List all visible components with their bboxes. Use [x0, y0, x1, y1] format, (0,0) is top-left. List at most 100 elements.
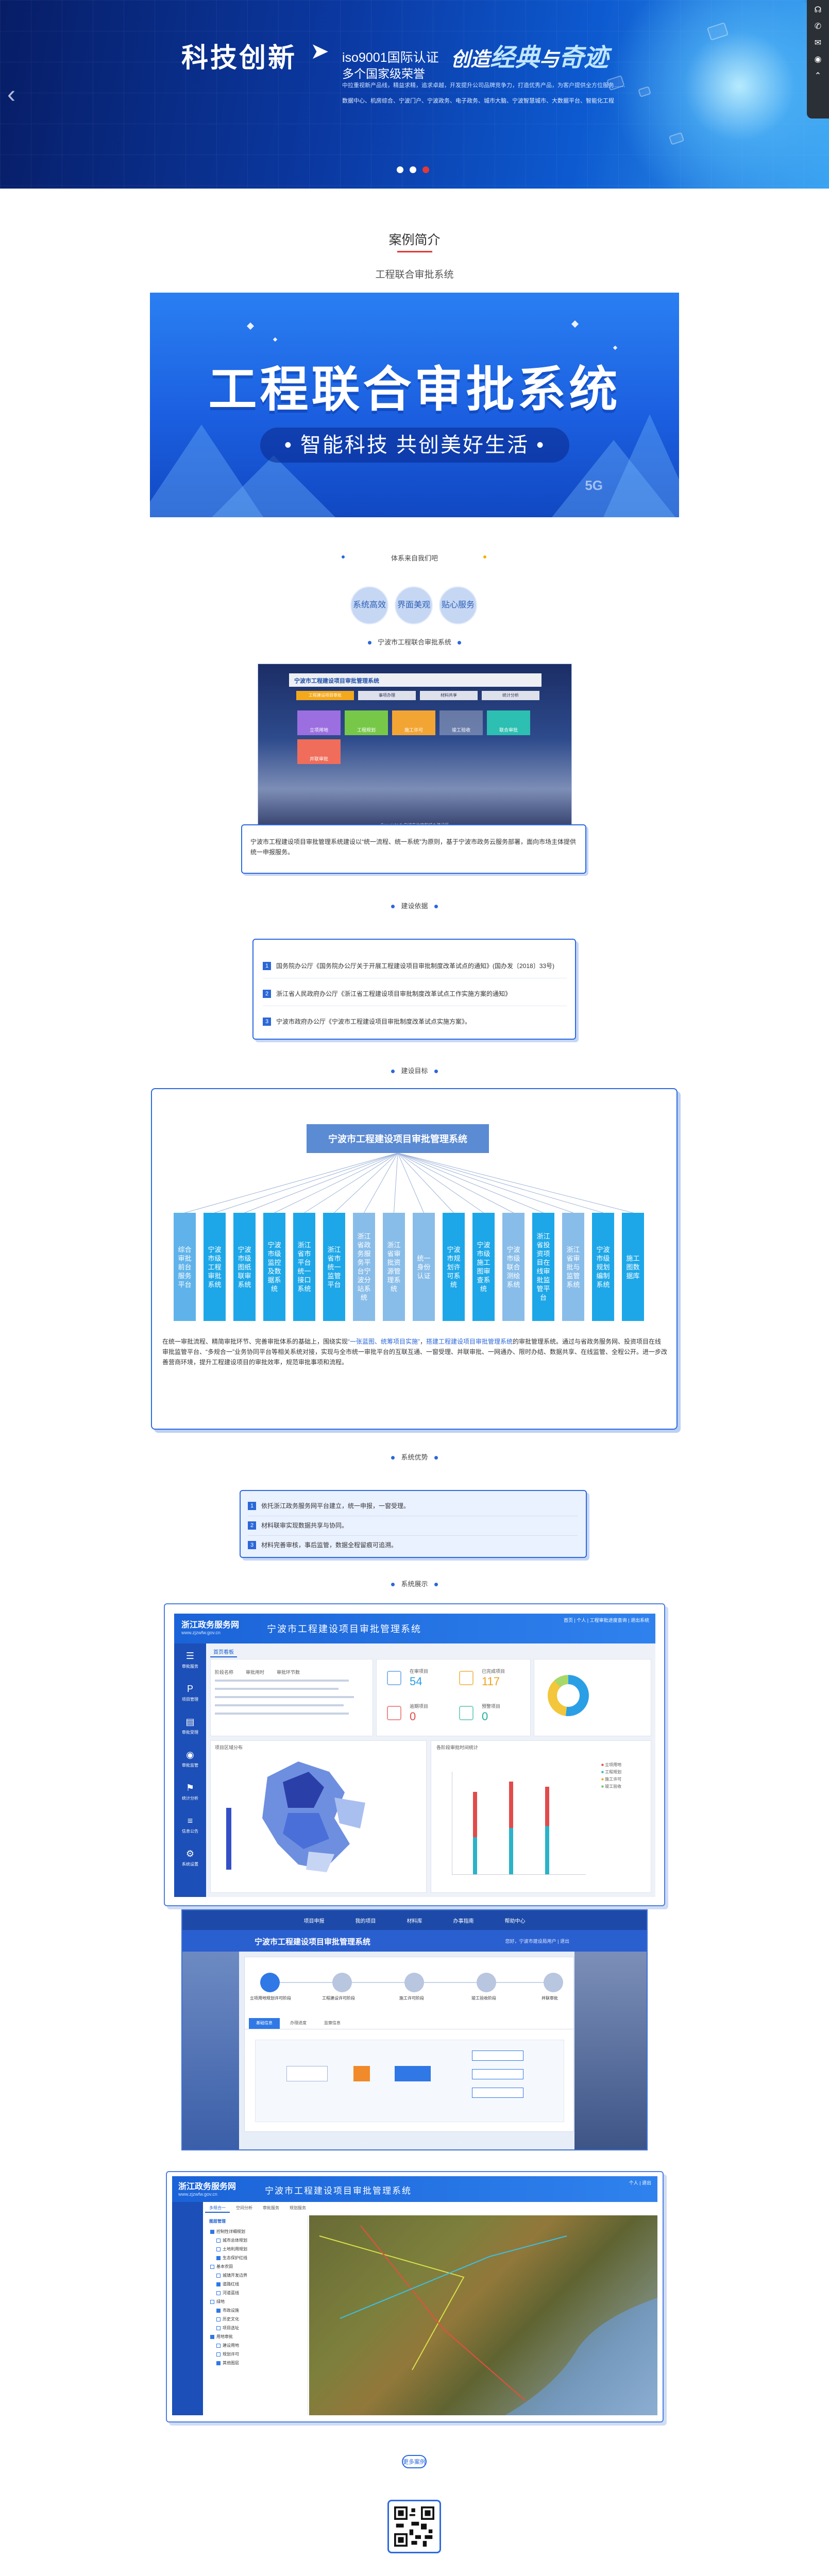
layer-item[interactable]: 其他图层	[205, 2359, 308, 2367]
checkbox-icon[interactable]	[216, 2352, 221, 2357]
menu-label: 审批受理	[182, 1730, 198, 1735]
layer-item[interactable]: 建设用地	[205, 2341, 308, 2350]
gis-map[interactable]	[309, 2215, 657, 2415]
checkbox-icon[interactable]	[216, 2326, 221, 2330]
tree-leaf: 浙江省政务服务平台宁波分站系统	[353, 1213, 375, 1321]
checkbox-icon[interactable]	[216, 2361, 221, 2365]
tree-leaf: 综合审批前台服务平台	[174, 1213, 196, 1321]
nav-item[interactable]: 材料库	[407, 1918, 422, 1924]
chart-title: 各阶段审批时间统计	[436, 1745, 479, 1750]
tree-connector	[397, 1153, 573, 1213]
checkbox-icon[interactable]	[216, 2308, 221, 2313]
layer-item[interactable]: 绿地	[205, 2297, 308, 2306]
portal-header: 宁波市工程建设项目审批管理系统 您好，宁波市建设局用户 | 退出	[182, 1930, 647, 1952]
checkbox-icon[interactable]	[216, 2256, 221, 2260]
portal-main: 立项用地规划许可阶段 工程建设许可阶段 施工许可阶段 竣工验收阶段 并联审批 基…	[244, 1957, 574, 2132]
gis-tab[interactable]: 审批服务	[263, 2206, 279, 2210]
checkbox-icon[interactable]	[216, 2343, 221, 2348]
checkbox-icon[interactable]	[216, 2238, 221, 2243]
nav-item[interactable]: 办事指南	[453, 1918, 474, 1924]
chat-icon[interactable]: ✉	[814, 39, 822, 47]
wechat-icon[interactable]: ◉	[814, 55, 822, 64]
sidebar-menu-item[interactable]: ⚑统计分析	[174, 1775, 206, 1808]
step-icon-active[interactable]	[260, 1973, 280, 1992]
checkbox-icon[interactable]	[210, 2229, 214, 2234]
phone-icon[interactable]: ✆	[814, 22, 822, 31]
layer-item[interactable]: 道路红线	[205, 2280, 308, 2289]
nav-item[interactable]: 帮助中心	[504, 1918, 526, 1924]
top-icon[interactable]: ⌃	[814, 72, 822, 80]
step-circles: 立项用地规划许可阶段 工程建设许可阶段 施工许可阶段 竣工验收阶段 并联审批	[250, 1973, 564, 2004]
layer-item[interactable]: 城镇开发边界	[205, 2271, 308, 2280]
tree-connector	[397, 1153, 633, 1213]
layer-item[interactable]: 土地利用规划	[205, 2245, 308, 2253]
screenshot-project-portal: 项目申报 我的项目 材料库 办事指南 帮助中心 宁波市工程建设项目审批管理系统 …	[181, 1909, 648, 2150]
nav-item[interactable]: 项目申报	[303, 1918, 325, 1924]
layer-item[interactable]: 历史文化	[205, 2315, 308, 2324]
checkbox-icon[interactable]	[216, 2291, 221, 2295]
checkbox-icon[interactable]	[216, 2273, 221, 2278]
checkbox-icon[interactable]	[216, 2282, 221, 2286]
flow-box-blue	[395, 2066, 431, 2081]
layer-item[interactable]: 城市总体规划	[205, 2236, 308, 2245]
checkbox-icon[interactable]	[216, 2247, 221, 2251]
carousel-dot[interactable]	[397, 166, 403, 173]
map-panel: 项目区域分布	[210, 1740, 427, 1893]
sidebar-menu-item[interactable]: ◉审批监管	[174, 1742, 206, 1775]
tab-item[interactable]: 监察信息	[324, 2021, 341, 2025]
checkbox-icon[interactable]	[210, 2334, 214, 2339]
sidebar-menu-item[interactable]: ▤审批受理	[174, 1709, 206, 1742]
layer-item[interactable]: 基本农田	[205, 2262, 308, 2271]
nav-item[interactable]: 我的项目	[355, 1918, 376, 1924]
layer-item[interactable]: 规划许可	[205, 2350, 308, 2359]
headset-icon[interactable]: ☊	[814, 6, 822, 14]
layer-item[interactable]: 市政设施	[205, 2306, 308, 2315]
gis-tab[interactable]: 规划服务	[290, 2206, 306, 2210]
tree-connector	[394, 1153, 398, 1213]
hero-carousel[interactable]: ‹ 科技创新 ➤ iso9001国际认证 多个国家级荣誉 创造经典与奇迹 中拉重…	[0, 0, 829, 189]
carousel-dot-active[interactable]	[422, 166, 429, 173]
layer-list: 控制性详细规划城市总体规划土地利用规划生态保护红线基本农田城镇开发边界道路红线河…	[205, 2227, 308, 2367]
checkbox-icon[interactable]	[210, 2264, 214, 2269]
checkbox-icon[interactable]	[210, 2299, 214, 2304]
goals-title-text: 建设目标	[401, 1067, 428, 1075]
layer-item[interactable]: 生态保护红线	[205, 2253, 308, 2262]
tab-item-active[interactable]: 基础信息	[249, 2018, 280, 2029]
qr-code-graphic	[394, 2506, 434, 2547]
tab-item[interactable]: 办理进度	[290, 2021, 307, 2025]
sparkle-icon	[571, 320, 579, 328]
tree-connector	[397, 1153, 603, 1213]
step-icon[interactable]	[544, 1973, 563, 1992]
carousel-prev-icon[interactable]: ‹	[7, 81, 15, 108]
gis-url: www.zjzwfw.gov.cn	[178, 2192, 217, 2197]
tree-connector	[397, 1153, 454, 1213]
portal-side-blur-right	[574, 1952, 647, 2149]
layer-item[interactable]: 用地审批	[205, 2332, 308, 2341]
checkbox-icon[interactable]	[216, 2317, 221, 2321]
layer-item[interactable]: 项目选址	[205, 2324, 308, 2332]
step-icon[interactable]	[477, 1973, 496, 1992]
layer-item[interactable]: 控制性详细规划	[205, 2227, 308, 2236]
top-links[interactable]: 首页 | 个人 | 工程审批进度查询 | 退出系统	[563, 1618, 649, 1623]
tab-label: 首页看板	[213, 1650, 234, 1655]
kpi-item: 预警项目 0	[459, 1702, 521, 1733]
step-icon[interactable]	[404, 1973, 424, 1992]
zjzwfw-url: www.zjzwfw.gov.cn	[181, 1630, 221, 1635]
content-tab[interactable]: 首页看板	[210, 1647, 237, 1657]
carousel-dot[interactable]	[410, 166, 416, 173]
gis-tab-active[interactable]: 多规合一	[205, 2204, 230, 2213]
sidebar-menu-item[interactable]: ⚙系统设置	[174, 1841, 206, 1874]
gis-tab[interactable]: 空间分析	[236, 2206, 252, 2210]
layer-item[interactable]: 河道蓝线	[205, 2289, 308, 2297]
portal-user[interactable]: 您好，宁波市建设局用户 | 退出	[505, 1939, 569, 1944]
more-cases-button[interactable]: 更多案例	[402, 2455, 427, 2468]
sidebar-menu-item[interactable]: ≡信息公告	[174, 1808, 206, 1841]
layer-label: 规划许可	[223, 2352, 239, 2357]
step-icon[interactable]	[332, 1973, 352, 1992]
gis-top-links[interactable]: 个人 | 退出	[629, 2180, 651, 2185]
layer-label: 绿地	[216, 2299, 225, 2304]
bullet-dot	[434, 1583, 438, 1587]
shot-tile: 施工许可	[392, 710, 435, 735]
sidebar-menu-item[interactable]: ☰审批服务	[174, 1643, 206, 1676]
